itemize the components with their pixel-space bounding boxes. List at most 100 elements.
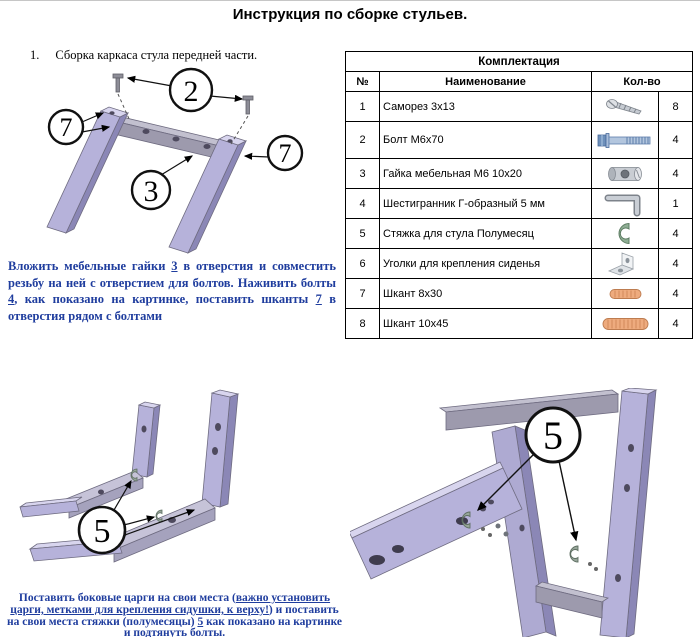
bottom-rail xyxy=(535,581,609,619)
desc-text: Поставить боковые царги на свои места ( xyxy=(18,592,236,604)
part-image-cell xyxy=(591,278,659,309)
dowel-icon xyxy=(602,317,649,330)
desc-text: как показано на картинке и подтянуть бол… xyxy=(123,615,343,637)
back-post xyxy=(599,388,658,637)
step1-number: 1. xyxy=(30,48,40,62)
desc-text: в отверстия и совместить резьбу на ней с… xyxy=(8,259,336,290)
part-name: Стяжка для стула Полумесяц xyxy=(379,218,592,249)
part-qty: 8 xyxy=(658,91,693,122)
table-row: 6 Уголки для крепления сиденья 4 xyxy=(345,248,693,279)
part-image-cell xyxy=(591,248,659,279)
leader-arrows xyxy=(477,453,579,542)
part-qty: 4 xyxy=(658,158,693,189)
part-image-cell xyxy=(591,91,659,122)
col-header-name: Наименование xyxy=(379,71,592,92)
part-name: Шкант 10х45 xyxy=(379,308,592,339)
callout-circle-nut xyxy=(130,169,172,211)
parts-table: Комплектация № Наименование Кол-во 1 Сам… xyxy=(345,51,693,339)
step1-description: Вложить мебельные гайки 3 в отверстия и … xyxy=(8,258,336,324)
col-header-qty: Кол-во xyxy=(591,71,693,92)
part-qty: 4 xyxy=(658,278,693,309)
desc-text: ) и поставить на свои места стяжки (полу… xyxy=(6,603,339,628)
screw-icon xyxy=(606,98,642,114)
callout-circle-dowels-left xyxy=(47,108,85,146)
step1-title: Сборка каркаса стула передней части. xyxy=(55,48,258,62)
part-qty: 4 xyxy=(658,248,693,279)
callout-label-dowels-left: 7 xyxy=(60,113,73,142)
part-number: 1 xyxy=(345,91,380,122)
part-number: 4 xyxy=(345,188,380,219)
callout-label-crescent: 5 xyxy=(543,413,563,458)
dowel-icon xyxy=(609,288,642,299)
crescent-bracket-icon xyxy=(618,222,630,245)
table-row: 3 Гайка мебельная М6 10х20 4 xyxy=(345,158,693,189)
crescent-fittings xyxy=(130,468,163,523)
part-qty: 4 xyxy=(658,218,693,249)
crescent-fittings xyxy=(461,511,598,571)
part-qty: 4 xyxy=(658,121,693,159)
table-row: 5 Стяжка для стула Полумесяц 4 xyxy=(345,218,693,249)
part-name: Болт М6х70 xyxy=(379,121,592,159)
left-leg xyxy=(46,106,130,234)
part-name: Шкант 8х30 xyxy=(379,278,592,309)
leader-arrows xyxy=(113,479,196,536)
corner-frame-illustration: 5 xyxy=(350,388,658,637)
table-title-row: Комплектация xyxy=(345,51,693,72)
part-name: Шестигранник Г-образный 5 мм xyxy=(379,188,592,219)
col-header-num: № xyxy=(345,71,380,92)
part-image-cell xyxy=(591,121,659,159)
top-rail xyxy=(438,389,620,431)
table-row: 1 Саморез 3х13 8 xyxy=(345,91,693,122)
callout-circle-crescent xyxy=(524,406,582,464)
page-title: Инструкция по сборке стульев. xyxy=(232,6,468,23)
callout-label-bolts: 2 xyxy=(184,75,199,108)
part-image-cell xyxy=(591,218,659,249)
part-ref-4: 4 xyxy=(8,292,15,306)
part-image-cell xyxy=(591,188,659,219)
part-image-cell xyxy=(591,308,659,339)
part-number: 6 xyxy=(345,248,380,279)
leader-arrows xyxy=(81,75,270,176)
part-name: Гайка мебельная М6 10х20 xyxy=(379,158,592,189)
right-side-frame xyxy=(28,389,240,563)
part-ref-5: 5 xyxy=(197,615,204,628)
step1-heading: 1. Сборка каркаса стула передней части. xyxy=(30,48,257,63)
parts-table-title: Комплектация xyxy=(345,51,693,72)
bolt-icon xyxy=(597,132,651,148)
callout-circle-bolts xyxy=(168,67,214,113)
part-qty: 1 xyxy=(658,188,693,219)
desc-text: в отверстия рядом с болтами xyxy=(8,292,336,323)
side-frames-illustration: 5 xyxy=(19,389,240,563)
corner-bracket-icon xyxy=(607,251,635,275)
table-row: 4 Шестигранник Г-образный 5 мм 1 xyxy=(345,188,693,219)
callout-circle-dowels-right xyxy=(266,134,304,172)
part-number: 5 xyxy=(345,218,380,249)
callout-label-nut: 3 xyxy=(144,175,159,208)
left-side-frame xyxy=(19,401,162,519)
table-row: 7 Шкант 8х30 4 xyxy=(345,278,693,309)
part-ref-3: 3 xyxy=(171,259,178,273)
front-frame-illustration: 2 7 3 7 xyxy=(46,67,304,254)
callout-circle-crescent xyxy=(77,505,127,555)
part-image-cell xyxy=(591,158,659,189)
callout-label-crescent: 5 xyxy=(94,513,111,550)
part-name: Уголки для крепления сиденья xyxy=(379,248,592,279)
side-board xyxy=(350,461,523,580)
hex-key-icon xyxy=(604,194,641,216)
important-note: важно установить царги, метками для креп… xyxy=(10,592,331,616)
part-number: 7 xyxy=(345,278,380,309)
desc-text: , как показано на картинке, поставить шк… xyxy=(14,292,316,306)
table-header-row: № Наименование Кол-во xyxy=(345,71,693,92)
barrel-nut-icon xyxy=(608,166,642,181)
table-row: 8 Шкант 10х45 4 xyxy=(345,308,693,339)
part-ref-7: 7 xyxy=(315,292,322,306)
part-name: Саморез 3х13 xyxy=(379,91,592,122)
step2-description: Поставить боковые царги на свои места (в… xyxy=(6,592,343,637)
part-qty: 4 xyxy=(658,308,693,339)
callout-label-dowels-right: 7 xyxy=(279,139,292,168)
table-row: 2 Болт М6х70 4 xyxy=(345,121,693,159)
part-number: 2 xyxy=(345,121,380,159)
part-number: 8 xyxy=(345,308,380,339)
part-number: 3 xyxy=(345,158,380,189)
